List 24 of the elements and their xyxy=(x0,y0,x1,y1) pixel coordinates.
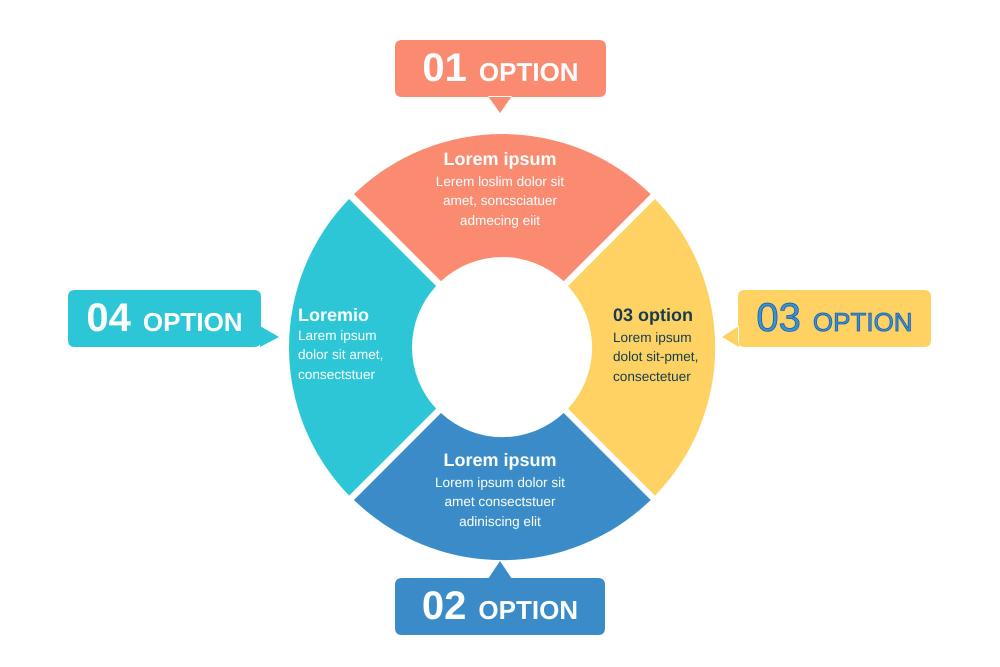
option-label: OPTION xyxy=(478,596,578,622)
segment-description: Larem ipsum dolor sit amet, consectstuer xyxy=(298,326,384,384)
callout-bubble xyxy=(395,40,606,113)
segment-description: Lorem ipsum dolor sit amet consectstuer adiniscing elit xyxy=(434,474,566,531)
option-label: OPTION xyxy=(478,58,579,84)
option-number: 02 xyxy=(422,586,466,626)
callout-bubble xyxy=(68,290,279,347)
ring-segment xyxy=(288,198,436,496)
ring-segment xyxy=(354,412,650,560)
callout-bubble xyxy=(395,561,605,635)
segment-description: Lerem loslim dolor sit amet, soncsciatuer admecing eiit xyxy=(434,172,566,230)
option-number: 01 xyxy=(422,48,467,88)
segment-heading: Lorem ipsum xyxy=(442,450,558,472)
ring-segment xyxy=(568,198,715,496)
segment-heading: Loremio xyxy=(298,304,370,327)
option-number: 03 xyxy=(756,298,801,338)
segment-description: Lorem ipsum dolot sit-pmet, consectetuer xyxy=(612,328,700,386)
callout-bubble xyxy=(722,290,931,347)
segment-heading: Lorem ipsum xyxy=(442,148,558,171)
option-label: OPTION xyxy=(812,308,913,334)
option-label: OPTION xyxy=(142,308,243,334)
ring-segment xyxy=(354,134,650,282)
option-number: 04 xyxy=(86,298,131,338)
segment-heading: 03 option xyxy=(612,304,694,327)
